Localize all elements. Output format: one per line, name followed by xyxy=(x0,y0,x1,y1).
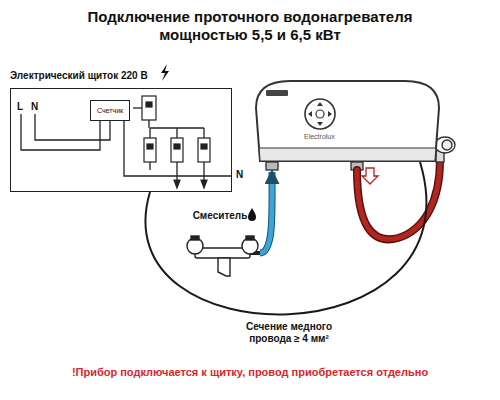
lightning-icon xyxy=(161,64,169,81)
pipe-fittings xyxy=(266,162,363,170)
cold-water-pipe xyxy=(260,172,272,253)
mixer: Смеситель xyxy=(180,210,260,284)
node-text: Счетчик xyxy=(97,106,123,115)
node-text: Electrolux xyxy=(304,133,335,140)
terminal-label: N xyxy=(31,101,38,113)
water-drop-icon xyxy=(248,208,256,221)
electrical-panel: Электрический щиток 220 В Счетчик xyxy=(10,70,232,192)
shower-head xyxy=(435,137,455,162)
node-text: Электрический щиток 220 В xyxy=(10,70,232,82)
terminal-label: L xyxy=(17,101,23,113)
hot-water-hose xyxy=(357,160,440,239)
diagram-title: Подключение проточного водонагревателя м… xyxy=(80,8,420,44)
electric-meter: Счетчик xyxy=(90,100,130,121)
cold-water-pipe-outline xyxy=(260,172,272,253)
flow-arrow xyxy=(362,168,378,184)
terminal-label: N xyxy=(236,169,243,181)
mixer-tap xyxy=(187,236,261,276)
water-heater: Electrolux xyxy=(250,78,445,162)
heater-body xyxy=(250,78,445,162)
copper-cable xyxy=(145,162,426,314)
circuit-breakers xyxy=(142,96,210,188)
warning-note: !Прибор подключается к щитку, провод при… xyxy=(6,366,494,378)
node-text: Смеситель xyxy=(180,210,260,222)
edge-label: Сечение медного провода ≥ 4 мм² xyxy=(234,320,344,346)
